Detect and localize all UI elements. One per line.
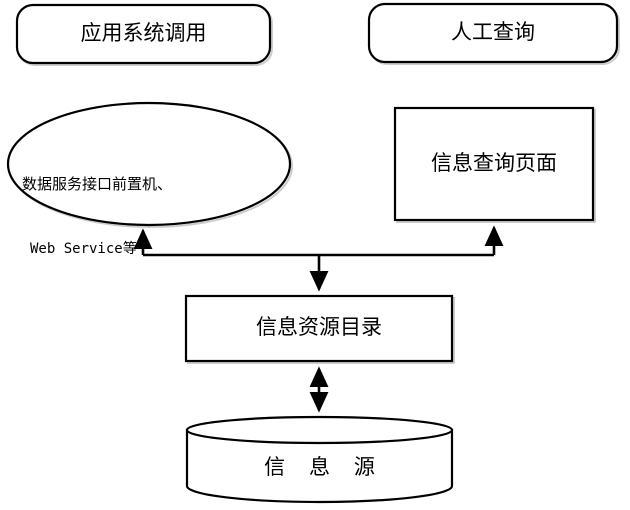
node-info-source-shape[interactable] <box>185 415 454 504</box>
node-query-page-shape[interactable] <box>393 106 595 222</box>
node-resource-catalog-shape[interactable] <box>184 294 454 363</box>
node-data-service-shape[interactable] <box>6 101 292 227</box>
node-app-call-shape[interactable] <box>15 3 272 65</box>
node-manual-query-shape[interactable] <box>367 2 619 64</box>
